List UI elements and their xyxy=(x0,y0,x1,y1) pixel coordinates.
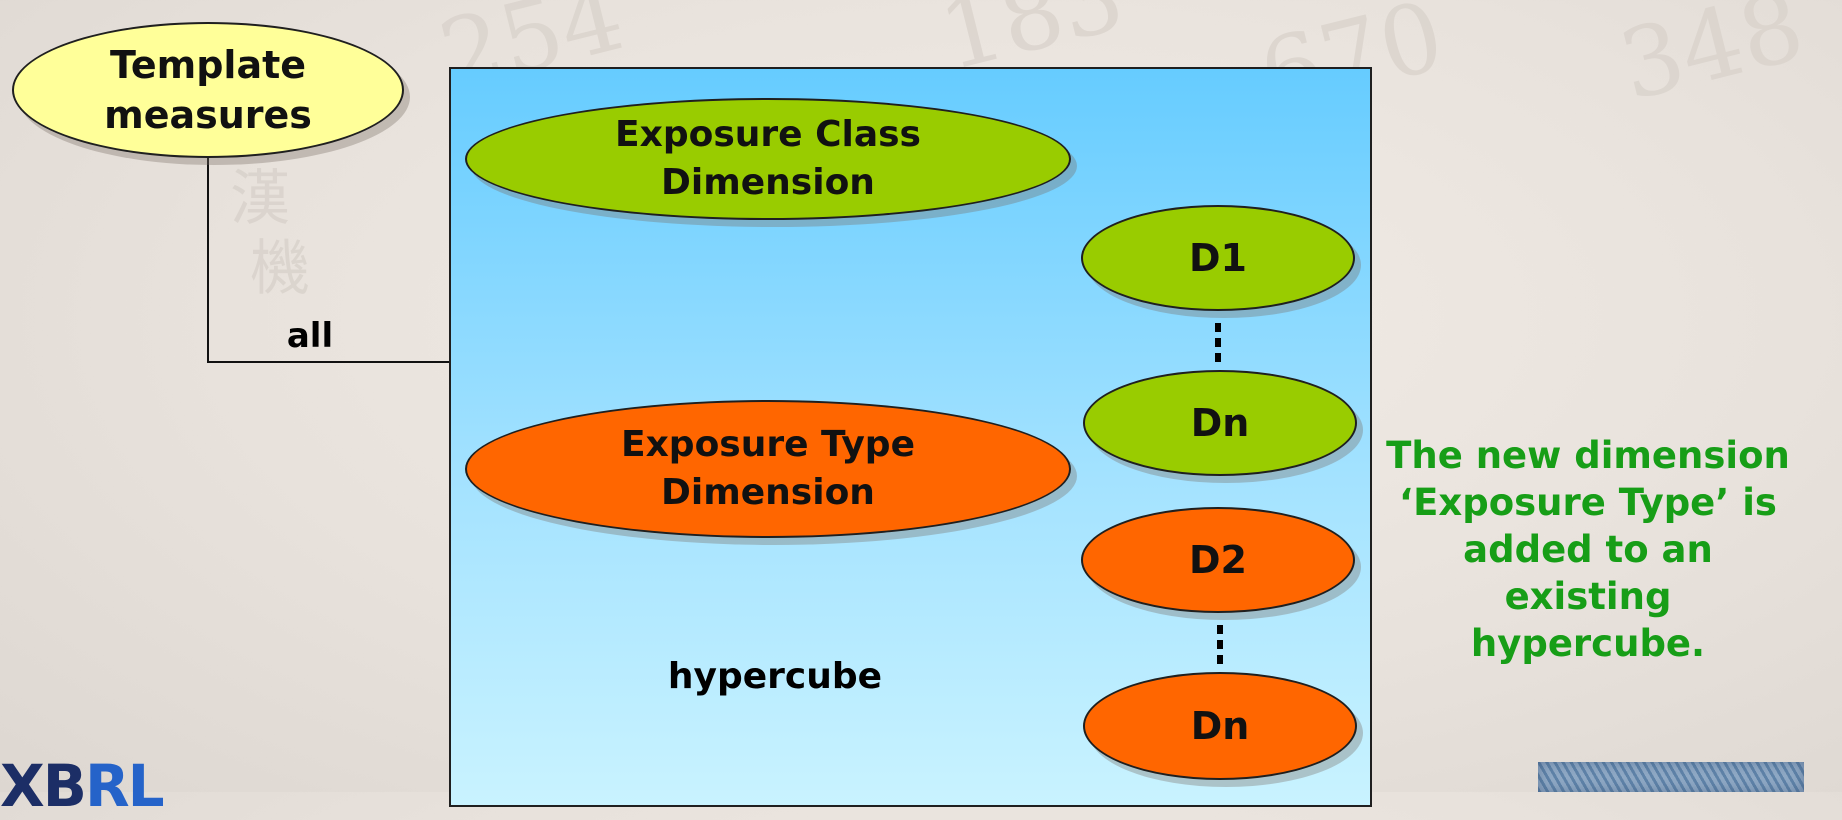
callout-line: ‘Exposure Type’ is xyxy=(1399,481,1777,524)
callout-line: hypercube. xyxy=(1470,622,1706,665)
type-member-node: D2 xyxy=(1081,507,1355,613)
template-label-line2: measures xyxy=(104,93,312,137)
callout-line: added to an xyxy=(1463,528,1713,571)
exposure-class-line2: Dimension xyxy=(661,162,875,203)
class-member-node: D1 xyxy=(1081,205,1355,311)
type-member-label: Dn xyxy=(1190,704,1250,748)
exposure-type-line1: Exposure Type xyxy=(620,424,915,465)
template-measures-node: Template measures xyxy=(12,22,404,158)
class-member-node: Dn xyxy=(1083,370,1357,476)
template-connector xyxy=(207,158,449,363)
exposure-type-dimension-node: Exposure Type Dimension xyxy=(465,400,1071,538)
callout-text: The new dimension ‘Exposure Type’ is add… xyxy=(1368,432,1808,667)
class-member-label: D1 xyxy=(1189,236,1247,280)
class-member-label: Dn xyxy=(1190,401,1250,445)
background-glyph: 機 xyxy=(250,234,310,304)
type-member-label: D2 xyxy=(1189,538,1247,582)
exposure-type-line2: Dimension xyxy=(661,472,875,513)
template-label-line1: Template xyxy=(109,43,307,87)
exposure-class-line1: Exposure Class xyxy=(615,114,921,155)
background-glyph: 漢 xyxy=(230,164,290,234)
type-member-node: Dn xyxy=(1083,672,1357,780)
thumbnail-image xyxy=(1538,762,1804,792)
ellipsis-dots xyxy=(1215,323,1223,362)
exposure-class-dimension-node: Exposure Class Dimension xyxy=(465,98,1071,220)
ellipsis-dots xyxy=(1217,625,1225,664)
xbrl-logo: XBRL xyxy=(0,752,165,820)
callout-line: existing xyxy=(1504,575,1672,618)
callout-line: The new dimension xyxy=(1386,434,1790,477)
edge-label-all: all xyxy=(286,316,334,356)
hypercube-label: hypercube xyxy=(667,656,883,697)
